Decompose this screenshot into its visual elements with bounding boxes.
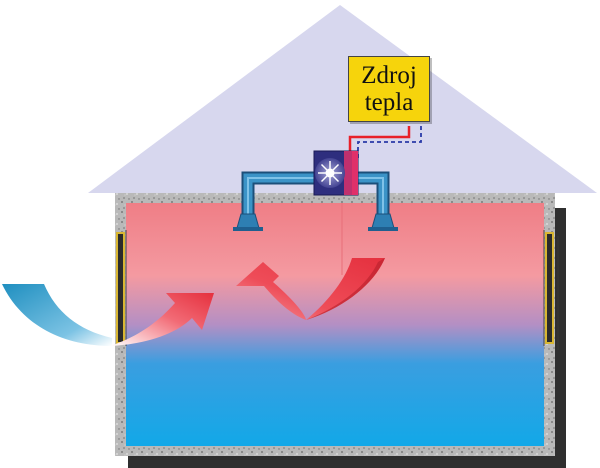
- heat-source-label-line1: Zdroj: [361, 62, 417, 89]
- supply-pipe: [348, 126, 411, 158]
- fan-unit: [313, 150, 359, 196]
- left-air-diffuser: [233, 213, 263, 231]
- right-window: [543, 230, 559, 350]
- right-air-diffuser: [368, 213, 398, 231]
- left-window: [116, 230, 127, 346]
- heat-source-label-line2: tepla: [364, 89, 414, 116]
- air-circulation-arrow: [236, 258, 385, 320]
- roof: [88, 5, 597, 193]
- warm-air-rising-arrow: [110, 293, 214, 346]
- room-air: [126, 203, 544, 446]
- fan-icon: [315, 158, 345, 188]
- return-pipe: [357, 126, 422, 158]
- heat-source-box: Zdroj tepla: [348, 56, 430, 122]
- cold-air-inflow-arrow: [2, 284, 112, 346]
- air-circulation-arrow-shade: [306, 258, 385, 320]
